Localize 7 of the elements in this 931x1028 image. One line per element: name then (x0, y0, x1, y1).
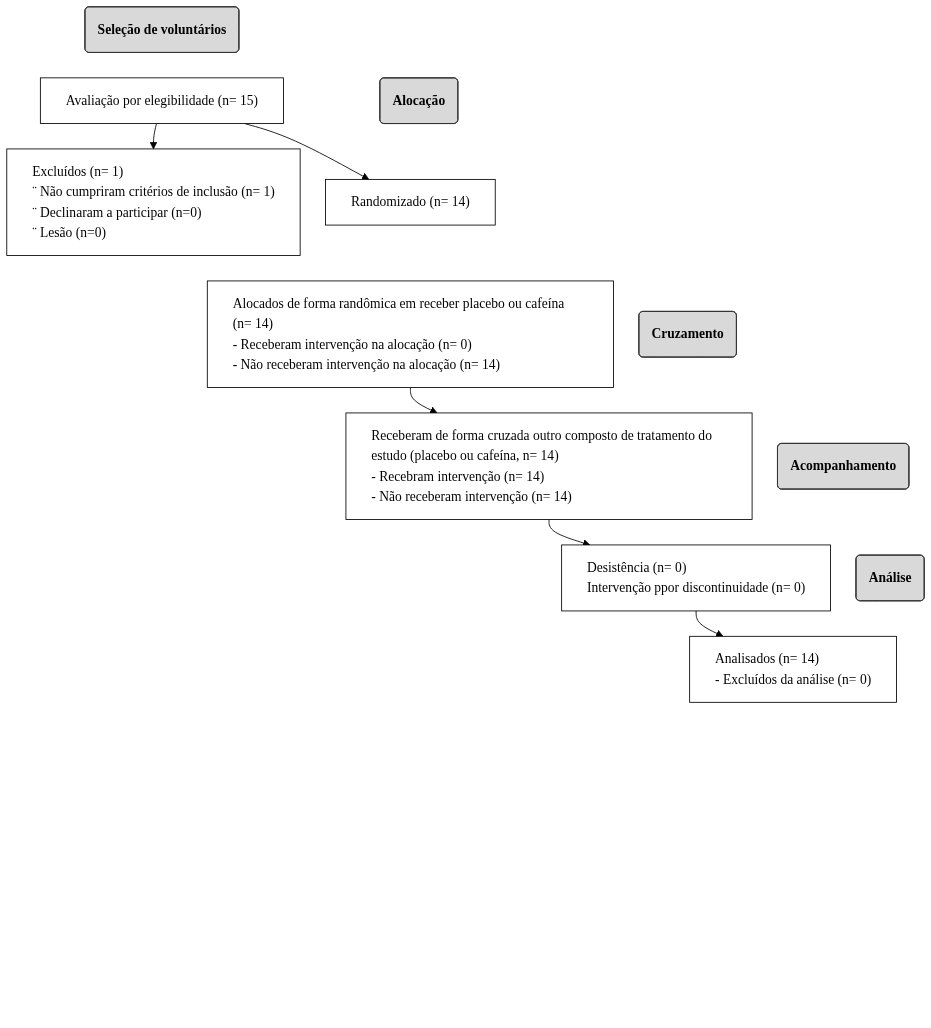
node-box: Analisados (n= 14) - Excluídos da análise (n= 0) (689, 635, 897, 703)
node-box: Receberam de forma cruzada outro composto de tratamento do estudo (placebo ou cafeína, n= 14) - Recebram intervenção (n= 14) - Não receberam intervenção (n= 14) (345, 412, 753, 520)
node-box: Excluídos (n= 1) ¨ Não cumpriram critérios de inclusão (n= 1) ¨ Declinaram a participar (n=0) ¨ Lesão (n=0) (6, 148, 301, 256)
node-box: Randomizado (n= 14) (325, 178, 496, 226)
node-box: Alocados de forma randômica em receber placebo ou cafeína (n= 14) - Receberam intervenção na alocação (n= 0) - Não receberam intervenção na alocação (n= 14) (206, 280, 614, 388)
node-box: Avaliação por elegibilidade (n= 15) (39, 77, 284, 124)
node-box: Desistência (n= 0) Intervenção ppor discontinuidade (n= 0) (561, 544, 831, 612)
